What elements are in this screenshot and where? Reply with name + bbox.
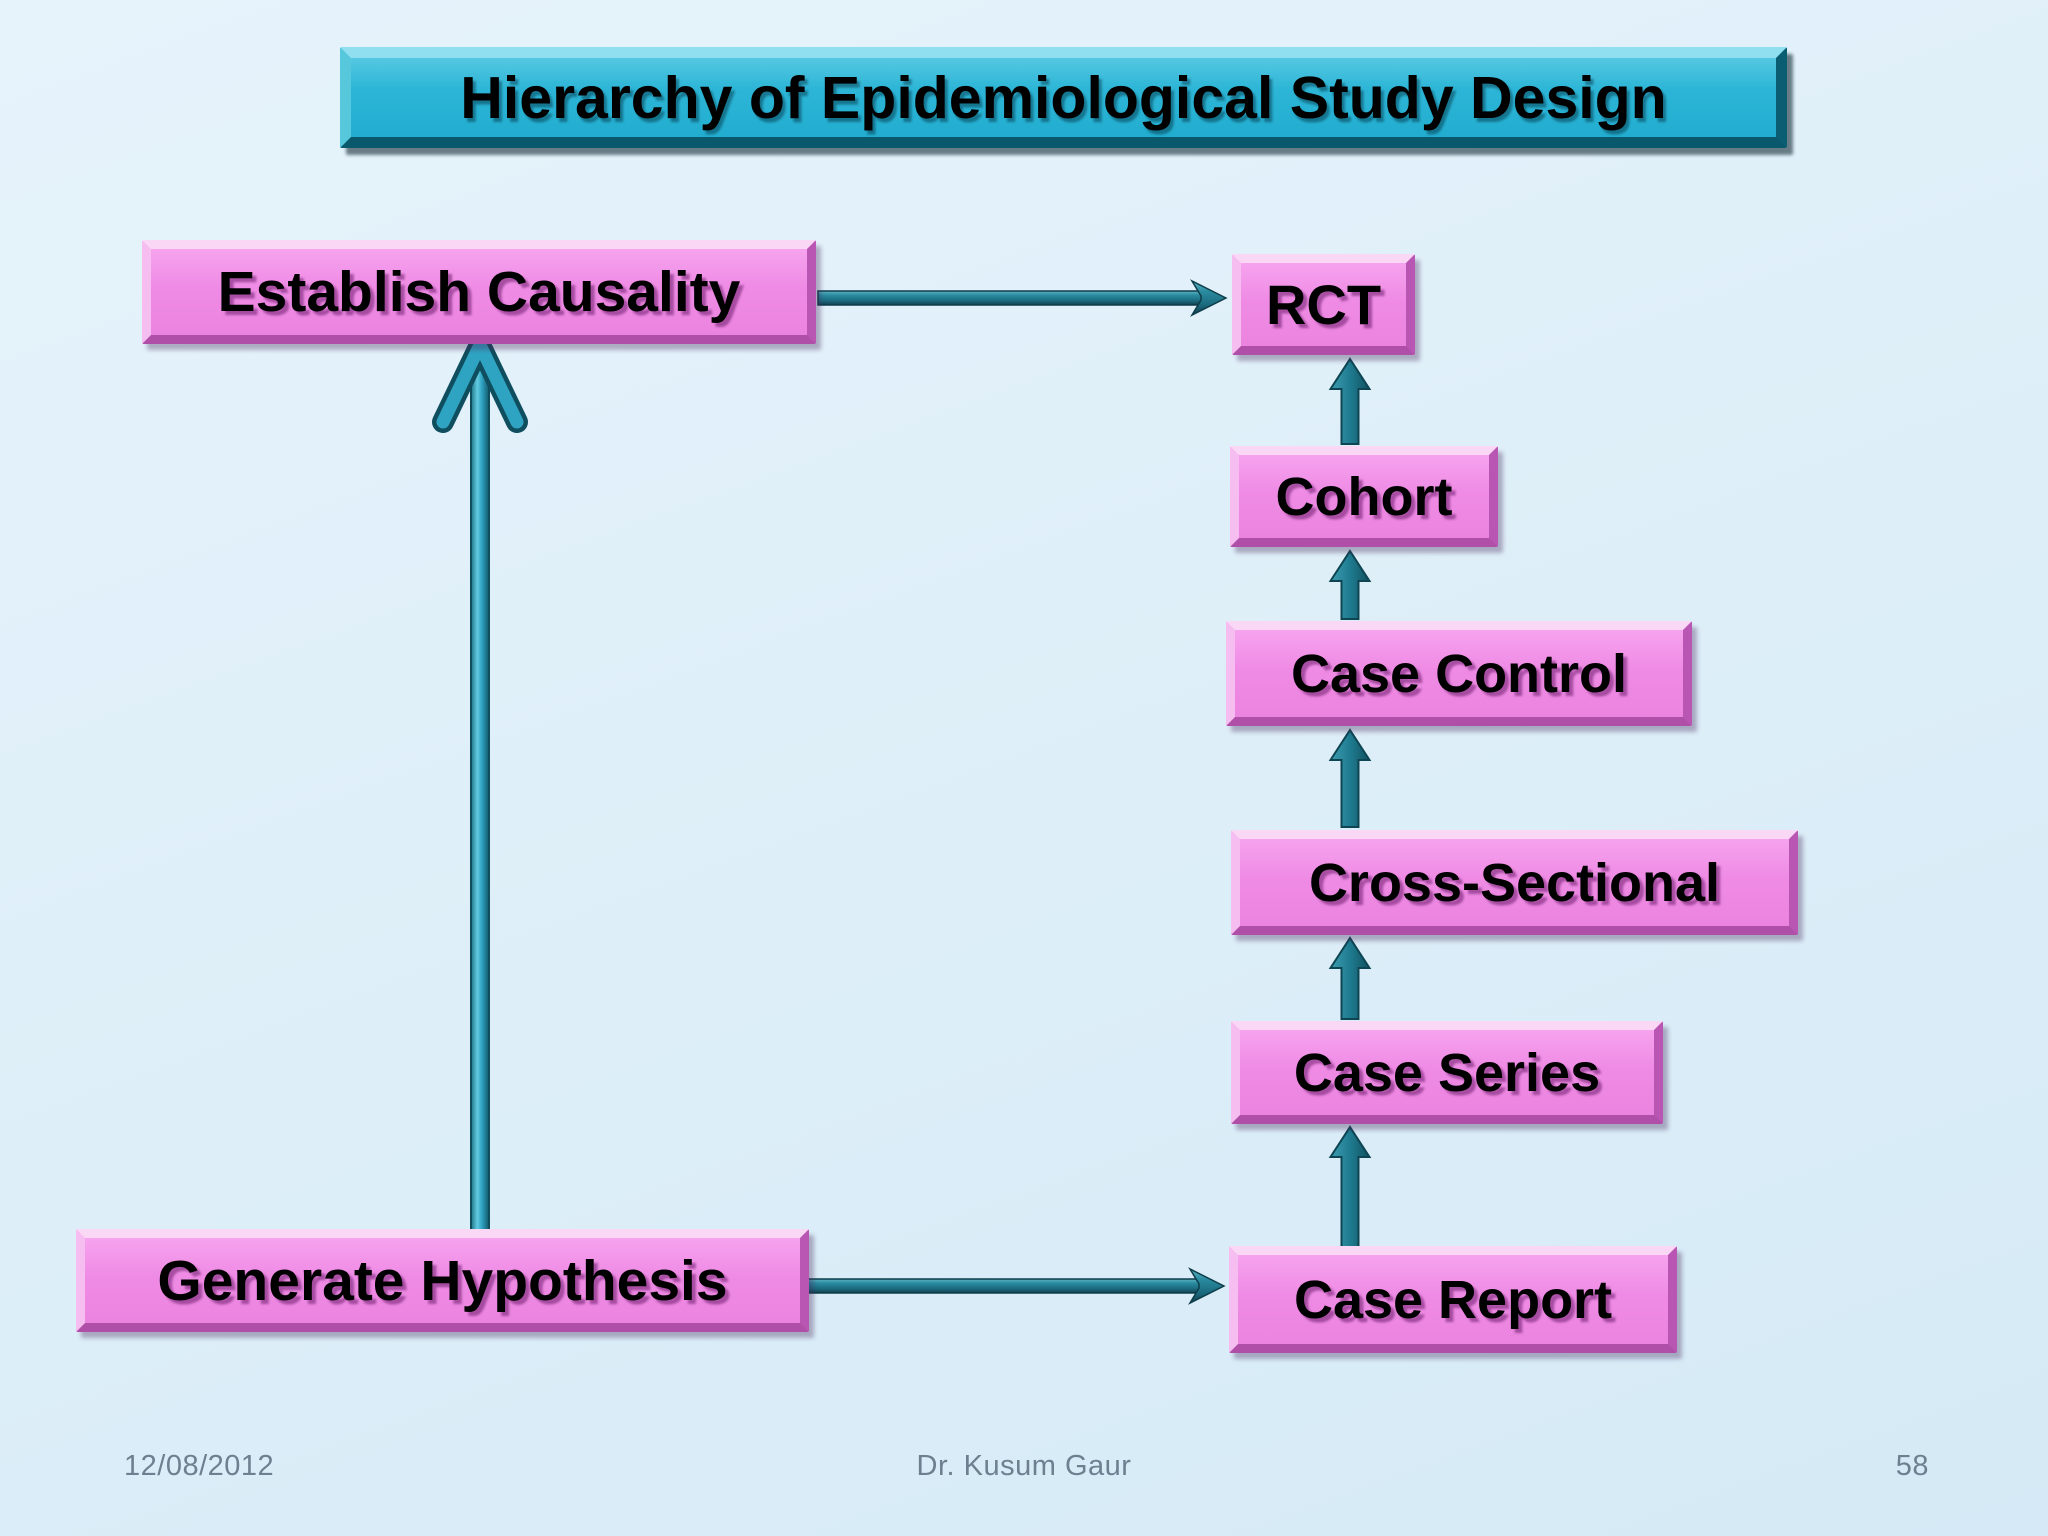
arrow-cross-sectional-to-case-control [1328, 728, 1372, 828]
arrow-cohort-to-rct [1328, 357, 1372, 445]
arrow-generate-hypothesis-to-establish-causality [432, 334, 528, 1232]
node-cross-sectional: Cross-Sectional [1231, 830, 1798, 935]
node-rct: RCT [1232, 254, 1415, 355]
node-generate-hypothesis: Generate Hypothesis [76, 1229, 809, 1332]
arrow-case-series-to-cross-sectional [1328, 936, 1372, 1020]
footer-author: Dr. Kusum Gaur [916, 1450, 1132, 1482]
arrow-case-report-to-case-series [1328, 1125, 1372, 1248]
arrow-case-control-to-cohort [1328, 549, 1372, 620]
slide-title: Hierarchy of Epidemiological Study Desig… [340, 47, 1787, 148]
node-establish-causality: Establish Causality [142, 240, 816, 344]
node-cohort: Cohort [1230, 446, 1498, 547]
arrow-generate-hypothesis-to-case-report [804, 1267, 1226, 1305]
node-case-control: Case Control [1226, 621, 1692, 726]
arrow-establish-causality-to-rct [817, 279, 1228, 317]
node-case-series: Case Series [1231, 1021, 1663, 1124]
node-case-report: Case Report [1229, 1246, 1677, 1353]
footer-date: 12/08/2012 [124, 1450, 275, 1482]
footer-slide-number: 58 [1895, 1450, 1929, 1482]
